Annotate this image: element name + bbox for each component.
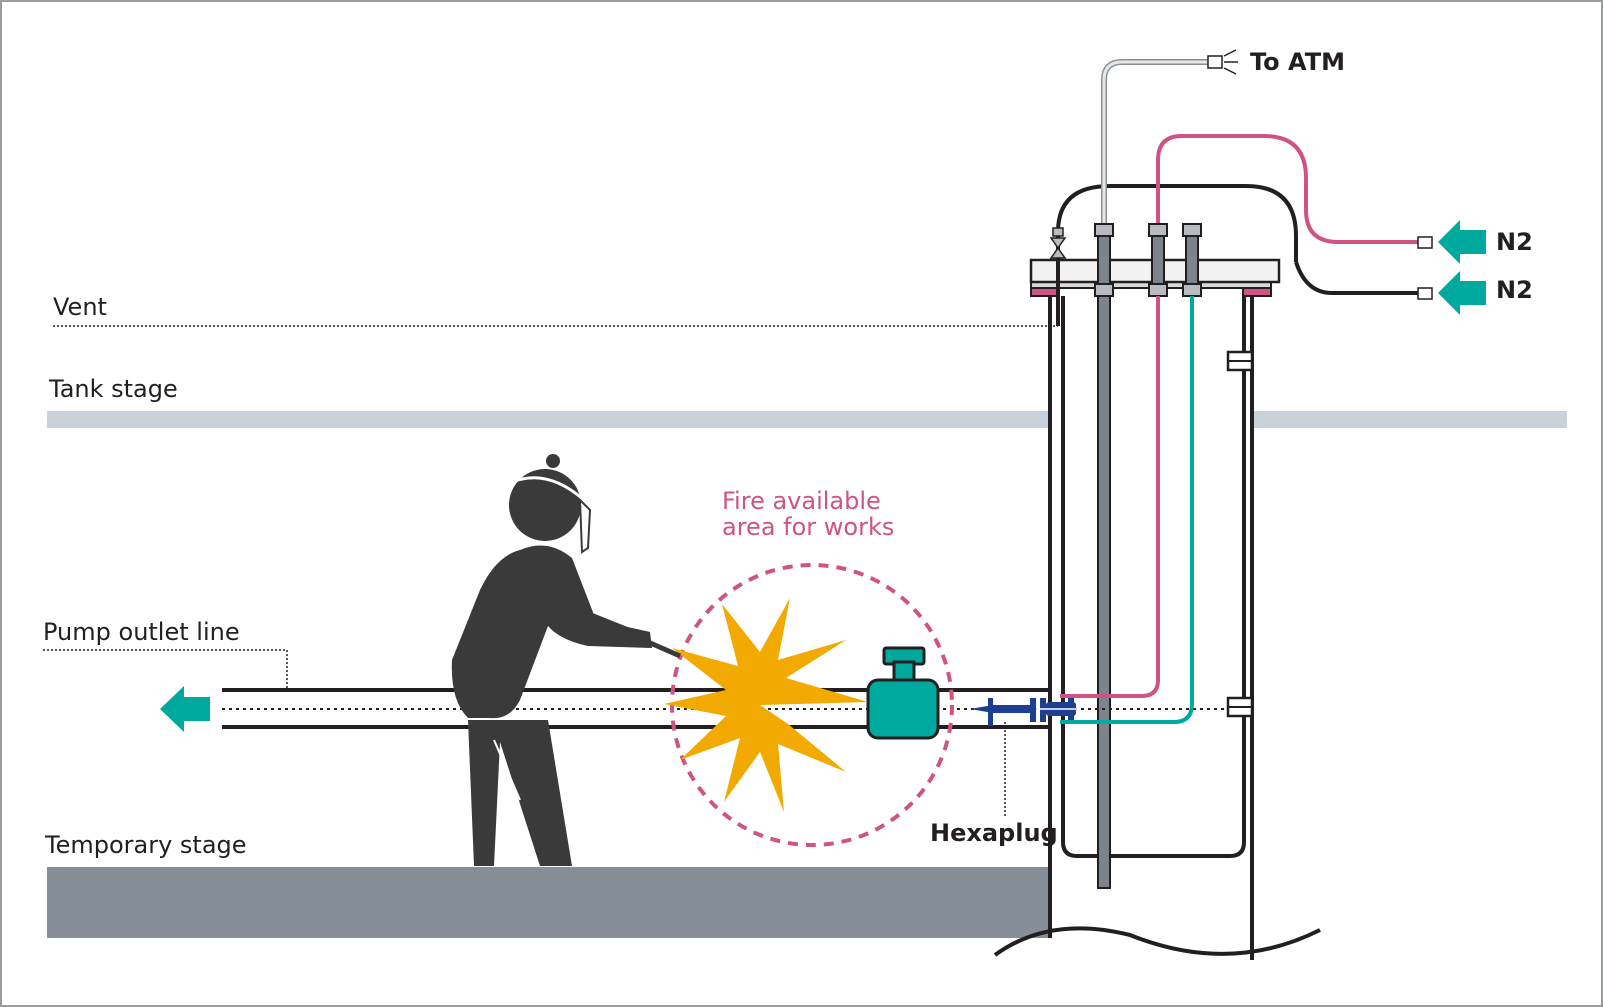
worker-icon — [451, 454, 682, 866]
pump-outlet-leader — [43, 649, 288, 690]
n2-fitting-lower — [1417, 287, 1433, 300]
temporary-stage-band — [47, 867, 1052, 938]
pink-internal-pipe — [1060, 223, 1168, 698]
tank-stage-label: Tank stage — [48, 375, 178, 403]
tank-stage-band — [47, 411, 1567, 428]
fire-area-label-line2: area for works — [722, 513, 894, 541]
vent-nozzle-icon — [1207, 49, 1238, 75]
to-atm-label: To ATM — [1250, 48, 1345, 76]
hexaplug-label: Hexaplug — [930, 819, 1058, 847]
temporary-stage-label: Temporary stage — [44, 831, 247, 859]
n2-pink-line — [1156, 134, 1418, 244]
tank-dome — [1056, 184, 1298, 262]
vent-valve — [1049, 227, 1067, 326]
fire-area-label-line1: Fire available — [722, 487, 881, 515]
n2-upper-label: N2 — [1496, 228, 1533, 256]
n2-inlet-arrow-lower — [1438, 271, 1486, 315]
n2-fitting-upper — [1417, 236, 1433, 249]
side-clamp-lower — [1226, 696, 1254, 718]
drain-rod — [1094, 223, 1114, 889]
pump-outlet-line-label: Pump outlet line — [43, 618, 240, 646]
hexaplug — [970, 698, 1080, 726]
vent-label: Vent — [53, 293, 107, 321]
n2-inlet-arrow-upper — [1438, 220, 1486, 264]
teal-internal-pipe — [1060, 223, 1202, 724]
n2-lower-label: N2 — [1496, 276, 1533, 304]
inner-vessel — [1061, 296, 1246, 858]
n2-black-line — [1294, 261, 1418, 295]
side-clamp-upper — [1226, 350, 1254, 372]
spark-icon — [664, 598, 868, 812]
tank-break-line — [993, 926, 1321, 957]
valve-icon — [866, 646, 940, 740]
flow-arrow-left — [160, 686, 210, 732]
